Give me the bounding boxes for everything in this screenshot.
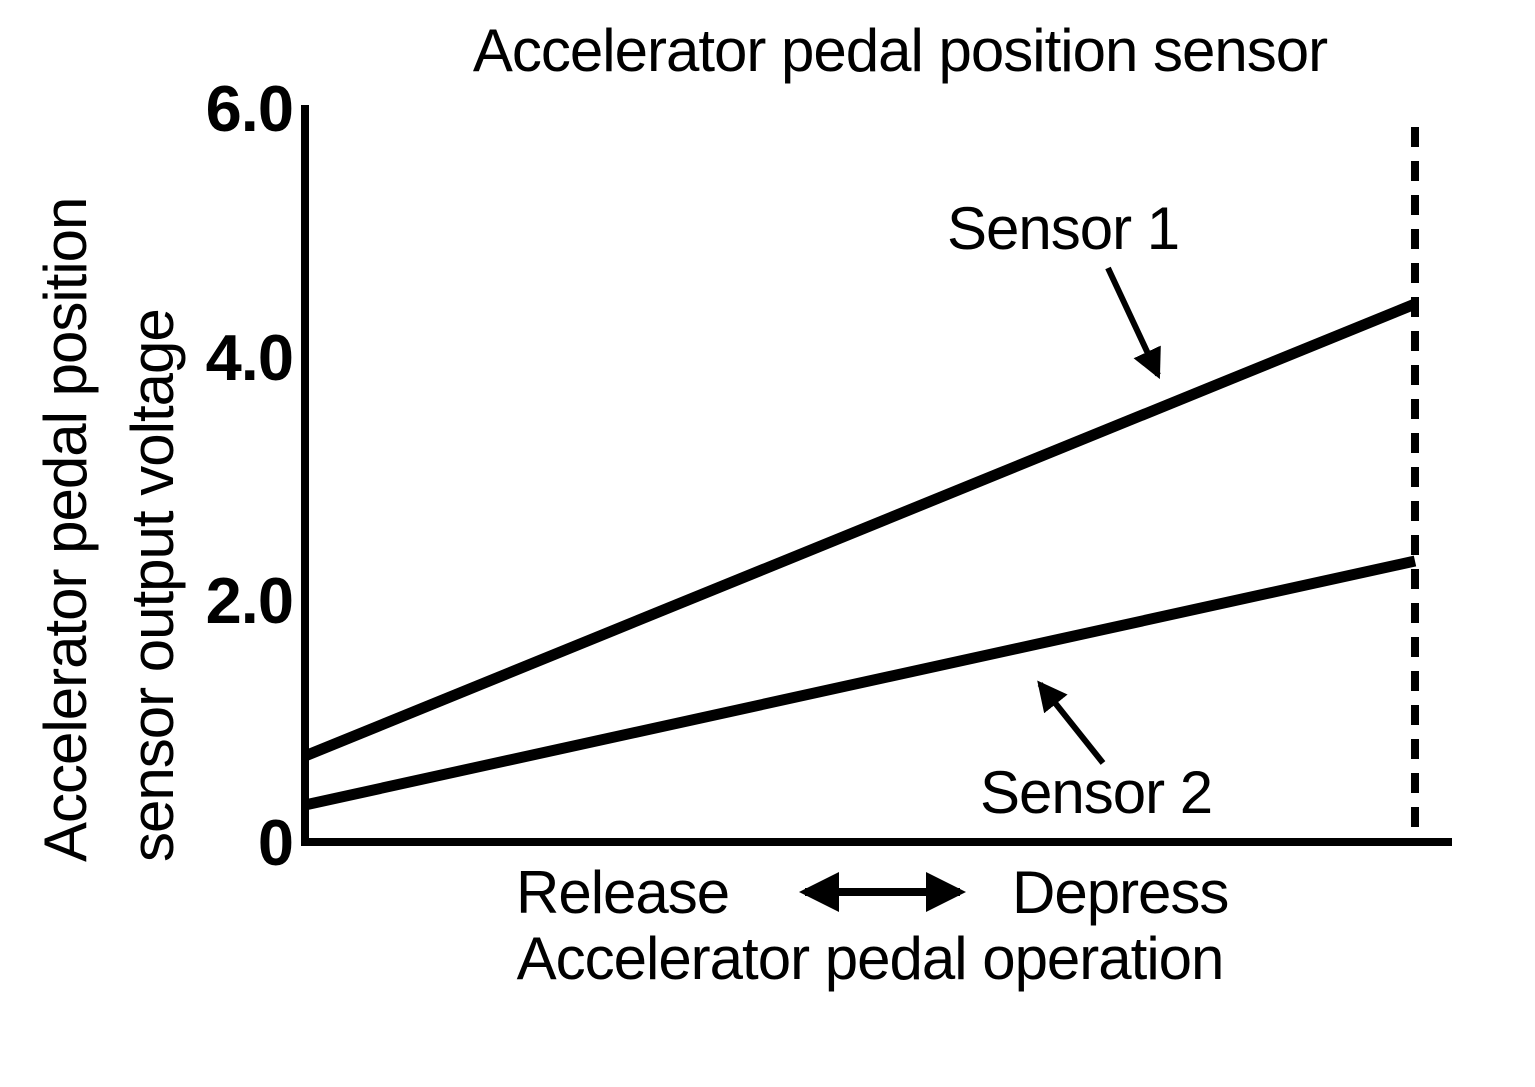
sensor2-line xyxy=(303,555,1417,811)
dashed-line-max-depress xyxy=(1411,127,1419,842)
sensor2-annotation-arrow-icon xyxy=(1037,680,1106,765)
y-tick-label-2-0: 2.0 xyxy=(205,564,294,637)
y-tick-label-4-0: 4.0 xyxy=(205,321,294,394)
release-label: Release xyxy=(516,859,730,926)
x-axis xyxy=(301,838,1452,846)
y-tick-label-0: 0 xyxy=(257,806,294,879)
sensor1-label: Sensor 1 xyxy=(947,195,1180,262)
sensor1-annotation-arrow-icon xyxy=(1105,266,1161,380)
x-axis-label: Accelerator pedal operation xyxy=(516,925,1225,992)
y-tick-label-6-0: 6.0 xyxy=(205,72,294,145)
y-axis xyxy=(301,105,309,846)
depress-label: Depress xyxy=(1012,859,1229,926)
sensor2-label: Sensor 2 xyxy=(980,759,1213,826)
sensor1-line xyxy=(302,298,1418,762)
chart-title: Accelerator pedal position sensor xyxy=(472,17,1328,84)
